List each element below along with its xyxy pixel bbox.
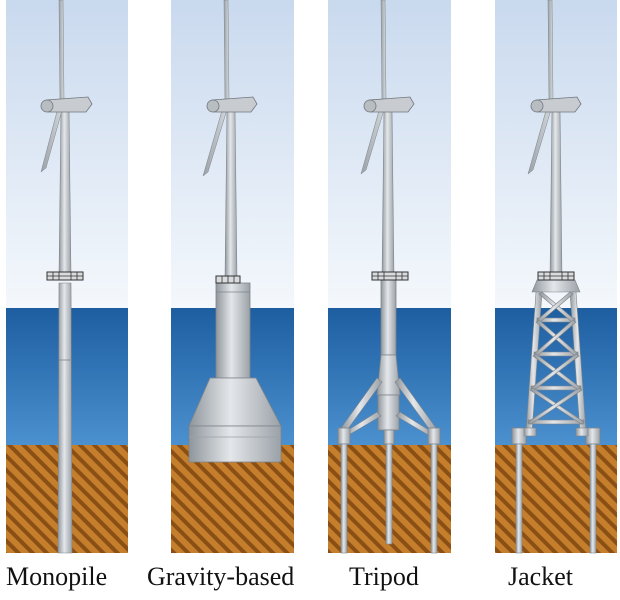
monopile-pile: [58, 283, 72, 553]
tower: [225, 110, 237, 280]
offshore-foundations-diagram: [0, 0, 620, 560]
panel-tripod: [328, 0, 451, 553]
label-gravity-based: Gravity-based: [147, 562, 294, 592]
label-monopile: Monopile: [6, 562, 107, 592]
hub: [364, 100, 376, 112]
platform: [47, 272, 83, 280]
hub: [41, 100, 53, 112]
panel-monopile: [6, 0, 128, 553]
seabed: [495, 445, 617, 553]
label-tripod: Tripod: [349, 562, 419, 592]
platform: [538, 272, 574, 280]
tower: [550, 110, 562, 280]
panel-gravity-based: [171, 0, 294, 553]
panel-jacket: [495, 0, 617, 553]
hub: [207, 100, 219, 112]
platform: [216, 276, 240, 283]
label-jacket: Jacket: [508, 562, 573, 592]
tower: [382, 110, 394, 280]
hub: [531, 100, 543, 112]
platform: [372, 272, 408, 280]
water: [495, 308, 617, 445]
tower: [59, 110, 71, 277]
